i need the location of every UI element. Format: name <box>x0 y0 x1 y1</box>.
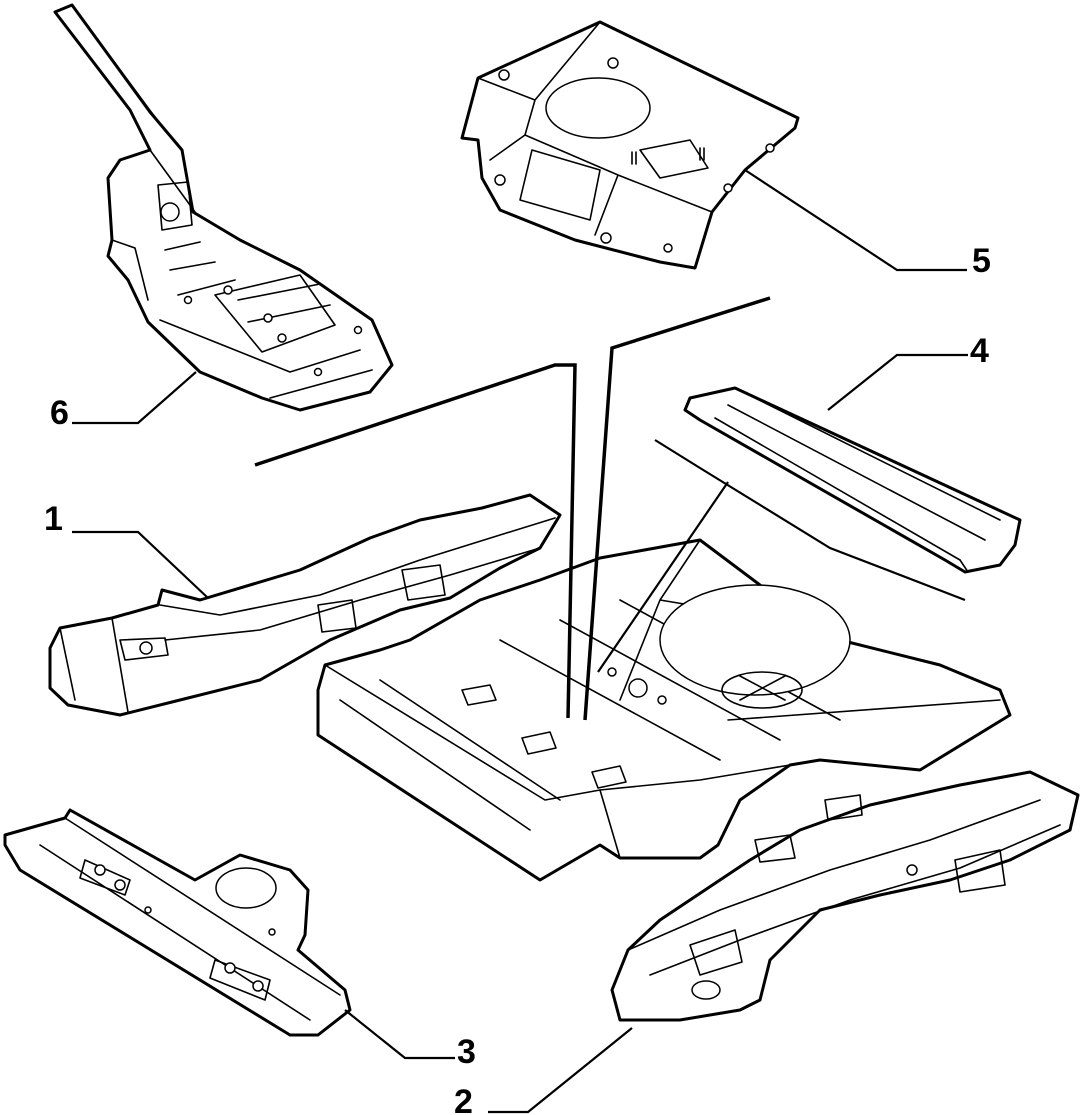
callout-labels: 1 2 3 4 5 6 <box>44 242 991 1115</box>
callout-4: 4 <box>970 332 989 370</box>
callout-5: 5 <box>972 242 991 280</box>
part-5-rear-floor-pan <box>460 20 800 270</box>
callout-2: 2 <box>454 1083 473 1115</box>
part-2-right-side-member <box>610 770 1080 1022</box>
callout-3: 3 <box>457 1033 476 1071</box>
part-1-left-side-member <box>48 493 562 717</box>
callout-6: 6 <box>50 394 69 432</box>
part-4-rear-cross-member <box>683 386 1022 574</box>
callout-1: 1 <box>44 500 63 538</box>
assembly-guide-lines <box>254 296 966 721</box>
central-rear-floor-assembly <box>316 538 1012 882</box>
part-3-front-cross-member <box>3 808 352 1037</box>
callout-leaders <box>72 169 968 1114</box>
part-6-front-floor-panel <box>53 3 394 412</box>
